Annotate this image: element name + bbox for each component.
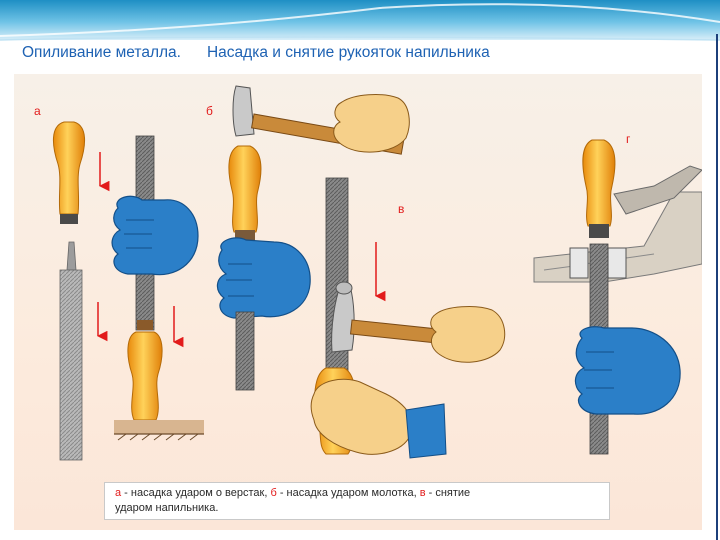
panel-label-a: а <box>34 104 41 118</box>
panel-v-hammer-head <box>331 285 355 353</box>
panel-v-cuff <box>405 403 447 459</box>
caption-text-v: - снятие <box>425 487 471 499</box>
panel-label-g: г <box>626 132 631 146</box>
panel-g-handle <box>582 139 616 227</box>
caption-text-a: - насадка ударом о верстак, <box>121 487 271 499</box>
illustration-drawing <box>53 85 702 461</box>
caption-letter-a: а <box>115 487 122 499</box>
header-band <box>0 0 720 40</box>
panel-b-rasp <box>235 311 255 391</box>
panel-label-b: б <box>206 104 213 118</box>
panel-b-hammer-head <box>232 85 255 137</box>
illustration: а б в г <box>14 74 702 530</box>
panel-b-handle <box>228 145 262 233</box>
panel-g-jaw-right <box>607 247 627 279</box>
panel-b-hand <box>333 94 410 153</box>
title-part-2: Насадка и снятие рукояток напильника <box>206 44 490 61</box>
panel-a-glove <box>111 195 199 276</box>
panel-g-jaw-left <box>569 247 589 279</box>
panel-a-ferrule-2 <box>137 320 153 330</box>
caption-letter-b: б <box>270 487 277 499</box>
caption-line-2: ударом напильника. <box>115 502 219 514</box>
panel-v-drawing <box>310 177 506 459</box>
panel-a-drawing <box>53 121 110 461</box>
panel-v-hand-upper <box>430 306 506 363</box>
title-part-1: Опиливание металла. <box>22 44 181 61</box>
panel-g-vise-top <box>613 165 702 215</box>
panel-b-drawing <box>216 85 410 391</box>
panel-v-hammer-cap <box>335 281 353 295</box>
panel-g-ferrule <box>589 224 609 238</box>
right-border-line <box>716 34 718 540</box>
panel-a-file-tang <box>66 241 77 271</box>
header-decoration <box>0 3 720 41</box>
panel-a-handle-2 <box>127 331 163 421</box>
panel-a-handle <box>53 121 85 215</box>
slide-title: Опиливание металла. Насадка и снятие руко… <box>22 44 490 62</box>
panel-a-file-body <box>59 269 83 461</box>
panel-g-drawing <box>533 139 702 455</box>
panel-v-hand-lower <box>310 378 413 455</box>
caption-text-b: - насадка ударом молотка, <box>276 487 420 499</box>
panel-a-bench <box>114 420 204 434</box>
panel-b-glove <box>216 237 311 319</box>
panel-a-ferrule <box>60 214 78 224</box>
panel-a-bench-drawing <box>111 135 204 441</box>
panel-label-v: в <box>398 202 405 216</box>
caption-line-1: а - насадка ударом о верстак, б - насадк… <box>115 486 599 501</box>
panel-g-glove <box>574 326 681 415</box>
caption-letter-v: в <box>419 487 426 499</box>
caption-box: а - насадка ударом о верстак, б - насадк… <box>104 482 610 520</box>
